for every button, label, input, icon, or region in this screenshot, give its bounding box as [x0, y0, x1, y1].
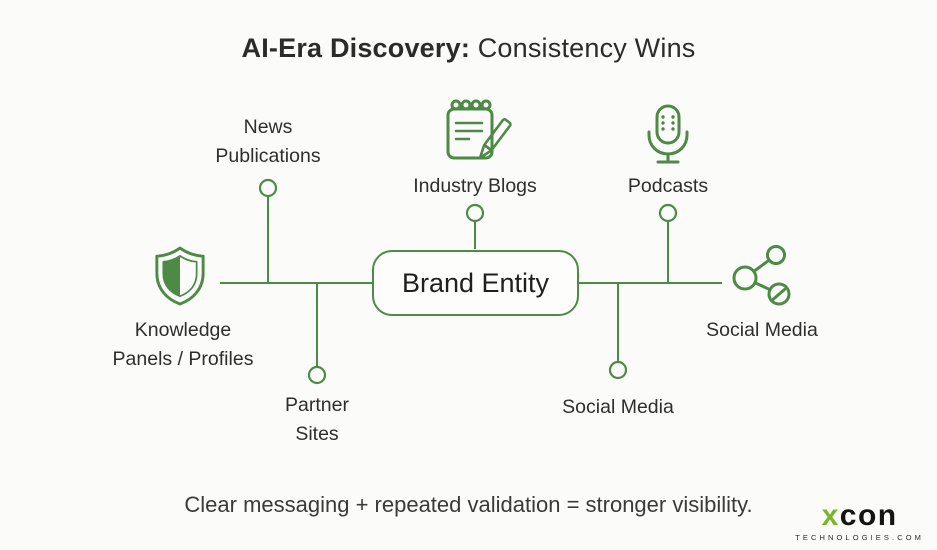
connector-dot-social-media-bottom [608, 360, 628, 380]
page-title: AI-Era Discovery: Consistency Wins [0, 33, 937, 64]
label-knowledge-panels: Knowledge Panels / Profiles [113, 316, 254, 374]
page-title-regular: Consistency Wins [470, 33, 696, 63]
notepad-pencil-icon [446, 99, 512, 160]
label-partner-sites: Partner Sites [285, 391, 349, 449]
brand-logo-wordmark: xcon [795, 501, 924, 531]
page-title-bold: AI-Era Discovery: [241, 33, 471, 63]
label-partner-sites-line2: Sites [295, 423, 339, 445]
shield-icon [155, 246, 205, 306]
label-news-publications-line1: News [243, 116, 293, 138]
label-social-media-bottom: Social Media [562, 393, 674, 422]
brand-logo-subtitle: TECHNOLOGIES.COM [795, 533, 924, 542]
label-social-media-bottom-text: Social Media [562, 396, 674, 418]
tagline: Clear messaging + repeated validation = … [184, 492, 753, 517]
label-podcasts-text: Podcasts [627, 175, 709, 197]
connector-dot-partner-sites [307, 365, 327, 385]
brand-logo-rest: con [839, 499, 898, 532]
label-industry-blogs-text: Industry Blogs [413, 175, 537, 197]
label-news-publications: News Publications [215, 113, 320, 171]
label-news-publications-line2: Publications [215, 145, 321, 167]
connector-dot-industry-blogs [465, 203, 485, 223]
brand-logo: xcon TECHNOLOGIES.COM [795, 501, 924, 543]
brand-entity-node: Brand Entity [372, 250, 579, 316]
brand-logo-x: x [821, 499, 840, 532]
brand-entity-label: Brand Entity [401, 267, 550, 298]
connector-dot-podcasts [658, 203, 678, 223]
label-knowledge-panels-line1: Knowledge [134, 319, 232, 341]
connector-dot-news-publications [258, 178, 278, 198]
label-knowledge-panels-line2: Panels / Profiles [112, 348, 254, 370]
label-partner-sites-line1: Partner [285, 394, 349, 416]
label-industry-blogs: Industry Blogs [413, 172, 537, 201]
label-podcasts: Podcasts [628, 172, 708, 201]
label-social-media-right-text: Social Media [706, 319, 818, 341]
label-social-media-right: Social Media [706, 316, 818, 345]
share-icon [732, 245, 791, 306]
microphone-icon [647, 104, 689, 164]
